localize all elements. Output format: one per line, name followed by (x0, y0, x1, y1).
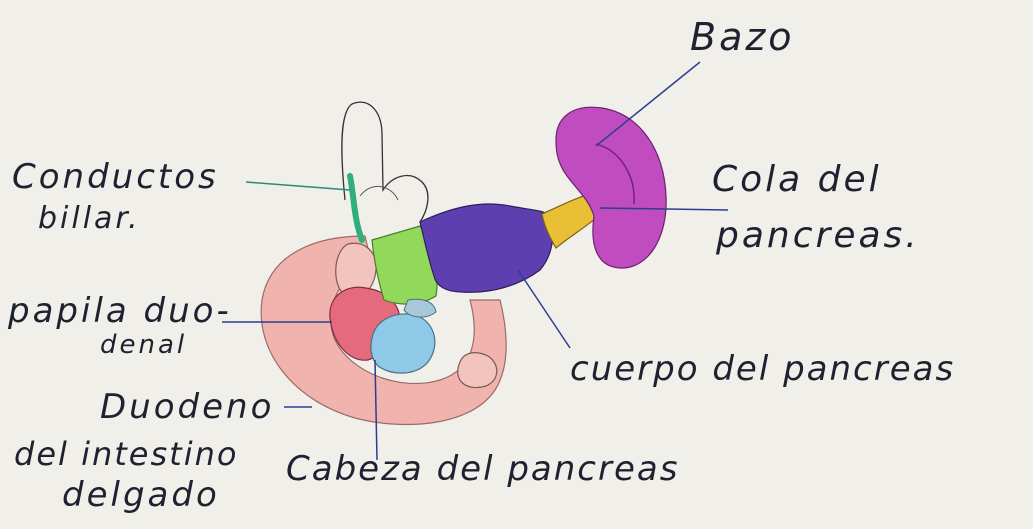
label-cola-2: pancreas. (716, 215, 920, 256)
label-bazo: Bazo (690, 15, 795, 59)
label-duodeno-2: del intestino (14, 435, 239, 473)
label-cuerpo: cuerpo del pancreas (570, 349, 956, 389)
label-papila: papila duo- (8, 291, 232, 331)
bazo (555, 106, 667, 269)
leader-cabeza (374, 359, 378, 461)
label-cabeza: Cabeza del pancreas (286, 449, 680, 489)
duodenum-fold-lower (457, 352, 498, 389)
spleen-hilum (595, 143, 635, 205)
conducto-biliar (347, 173, 365, 243)
leader-cola (599, 207, 729, 211)
label-conductos-2: billar. (38, 201, 141, 236)
stomach-outline (341, 101, 429, 223)
label-duodeno: Duodeno (100, 387, 275, 427)
leader-bazo (595, 61, 701, 147)
cabeza-pancreas (370, 313, 436, 374)
duodenum (260, 235, 507, 426)
label-papila-2: denal (100, 330, 188, 360)
outline-detail (359, 186, 399, 201)
label-conductos: Conductos (12, 157, 219, 197)
cuerpo-pancreas (419, 203, 554, 293)
label-cola: Cola del (712, 159, 882, 200)
leader-conductos (245, 181, 351, 191)
label-duodeno-3: delgado (62, 475, 220, 515)
neck-junction (403, 298, 437, 318)
leader-cuerpo (517, 269, 571, 349)
